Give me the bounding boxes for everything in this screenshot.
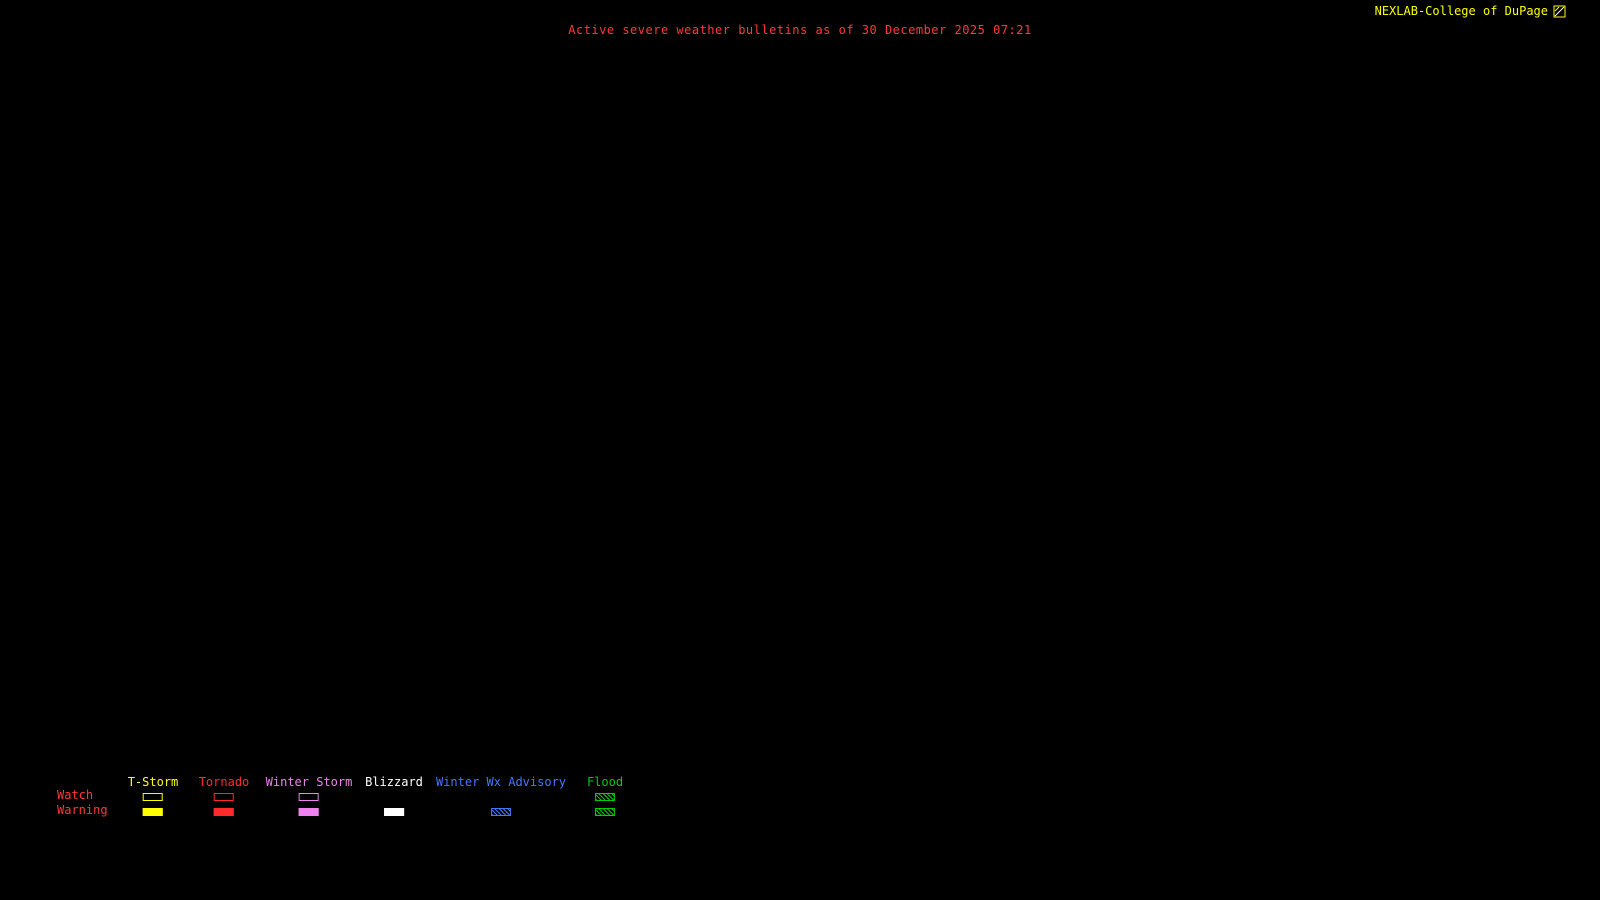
winter-storm-warning-swatch <box>298 808 319 816</box>
tornado-watch-swatch <box>213 793 234 801</box>
legend-category-label: T-Storm <box>127 775 179 789</box>
map-area <box>0 45 1600 765</box>
tstorm-watch-swatch <box>142 793 163 801</box>
legend-category-blizzard: Blizzard <box>365 776 423 816</box>
legend-category-tornado: Tornado <box>198 775 250 816</box>
legend: Watch Warning T-Storm Tornado Winter Sto… <box>0 776 1600 824</box>
branding: NEXLAB-College of DuPage <box>1375 4 1566 18</box>
legend-category-winter-wx-advisory: Winter Wx Advisory <box>436 776 566 816</box>
winter-wx-advisory-swatch <box>490 808 511 816</box>
legend-category-label: Flood <box>586 775 624 789</box>
legend-category-flood: Flood <box>587 776 623 816</box>
nexlab-logo-icon <box>1553 5 1566 18</box>
legend-category-tstorm: T-Storm <box>127 775 179 816</box>
flood-watch-swatch <box>595 793 615 801</box>
map-title: Active severe weather bulletins as of 30… <box>568 23 1032 37</box>
legend-category-label: Winter Storm <box>265 775 353 789</box>
flood-warning-swatch <box>595 808 615 816</box>
legend-warning-row-label: Warning <box>57 803 108 817</box>
tornado-warning-swatch <box>213 808 234 816</box>
winter-storm-watch-swatch <box>298 793 319 801</box>
blizzard-warning-swatch <box>383 808 404 816</box>
legend-category-label: Tornado <box>198 775 250 789</box>
legend-category-label: Blizzard <box>365 775 423 789</box>
tstorm-warning-swatch <box>142 808 163 816</box>
branding-text: NEXLAB-College of DuPage <box>1374 4 1548 18</box>
legend-category-label: Winter Wx Advisory <box>435 775 567 789</box>
legend-category-winter-storm: Winter Storm <box>265 775 353 816</box>
legend-watch-row-label: Watch <box>57 788 94 802</box>
